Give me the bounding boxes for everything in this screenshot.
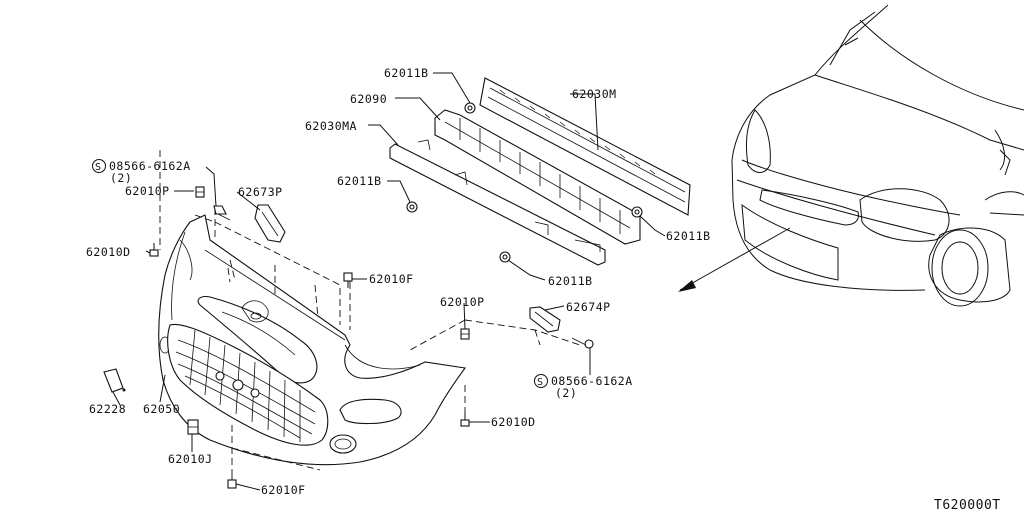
lower-reinforcement [389,139,606,266]
clip-62011B-bottom [499,251,511,263]
clip-62010J [187,419,199,435]
label-62010P-top: 62010P [125,184,170,198]
label-62010D-right: 62010D [491,415,536,429]
clip-62011B-right [631,206,643,218]
front-grille [167,323,329,446]
clip-62010P-right [460,328,470,340]
sensor-62228 [103,368,126,393]
assembly-guides [159,150,581,485]
label-screw-bottom: 08566-6162A [551,374,633,388]
label-62030M: 62030M [572,87,617,101]
label-62011B-bottom: 62011B [548,274,593,288]
label-62011B-right: 62011B [666,229,711,243]
label-62090: 62090 [350,92,387,106]
bracket-62673P [254,204,286,243]
leader-lines [112,72,666,491]
label-62228: 62228 [89,402,126,416]
energy-absorber [434,109,641,245]
label-screw-top: 08566-6162A [109,159,191,173]
bolt-62010D-left [149,243,159,257]
clip-62010F-top [343,272,353,288]
label-62030MA: 62030MA [305,119,357,133]
clip-62011B-left [406,201,418,213]
label-62010F-top: 62010F [369,272,414,286]
clip-62010F-bottom [227,476,237,489]
label-screw-top-qty: (2) [110,171,132,185]
screw-callout-bottom: S 08566-6162A (2) [534,374,633,400]
screw-symbol-bottom: S [537,377,544,388]
screw-top [213,205,231,221]
label-62011B-top: 62011B [384,66,429,80]
vehicle-outline [731,4,1024,307]
screw-bottom [571,337,594,349]
clip-62010P-top [195,186,205,198]
clip-62011B-top [464,102,476,114]
label-62010P-right: 62010P [440,295,485,309]
bolt-62010D-right [460,412,470,427]
bumper-reinforcement [479,77,691,216]
label-62673P: 62673P [238,185,283,199]
label-62010D-left: 62010D [86,245,131,259]
label-62011B-left: 62011B [337,174,382,188]
screw-callout-top: S 08566-6162A (2) [92,159,191,185]
label-62050: 62050 [143,402,180,416]
diagram-id: T620000T [934,498,1001,512]
label-62010J: 62010J [168,452,213,466]
label-screw-bottom-qty: (2) [555,386,577,400]
direction-arrow [678,227,791,292]
label-62010F-bottom: 62010F [261,483,306,497]
bracket-62674P [529,306,561,333]
label-62674P: 62674P [566,300,611,314]
screw-symbol-top: S [95,162,102,173]
